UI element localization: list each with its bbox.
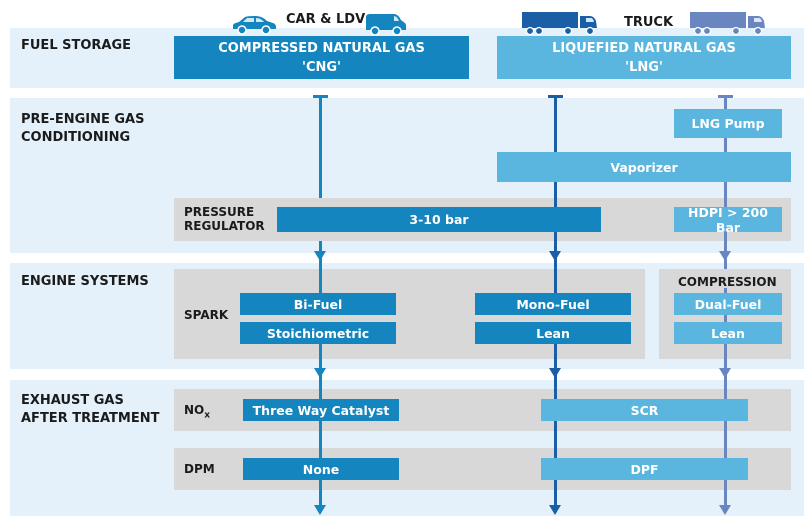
row-label-pre-engine-1: PRE-ENGINE GAS	[21, 112, 145, 127]
none-box: None	[243, 458, 399, 480]
hdpi-line-over-pressure-2	[724, 232, 727, 241]
hdpi-arrow-engine	[719, 368, 731, 378]
lean-box: Lean	[475, 322, 631, 344]
car-icon	[233, 16, 276, 35]
cng-line-over-engine	[319, 269, 322, 293]
pressure-regulator-label-1: PRESSURE	[184, 205, 255, 219]
low-pressure-bar: 3-10 bar	[277, 207, 601, 232]
spark-label: SPARK	[184, 308, 229, 322]
nox-label-main: NO	[184, 403, 205, 417]
dpf-box: DPF	[541, 458, 748, 480]
truck-icon	[522, 12, 597, 36]
cng-arrow-conditioning	[314, 251, 326, 261]
lng-box: LIQUEFIED NATURAL GAS 'LNG'	[497, 36, 791, 79]
lng-title: LIQUEFIED NATURAL GAS	[552, 40, 736, 56]
hdpi-line-over-exhaust	[724, 389, 727, 399]
lng-line-over-engine	[554, 269, 557, 293]
cng-box: COMPRESSED NATURAL GAS 'CNG'	[174, 36, 469, 79]
pressure-regulator-label-2: REGULATOR	[184, 219, 265, 233]
lng-flow-start	[548, 95, 563, 98]
header-truck: TRUCK	[624, 15, 674, 30]
row-label-exhaust-2: AFTER TREATMENT	[21, 411, 160, 426]
scr-box: SCR	[541, 399, 748, 421]
compression-label: COMPRESSION	[678, 275, 777, 289]
row-label-fuel-storage: FUEL STORAGE	[21, 38, 132, 53]
cng-arrow-end	[314, 505, 326, 515]
cng-line-over-engine-2	[319, 344, 322, 359]
cng-line-over-nox-2	[319, 421, 322, 458]
lng-arrow-engine	[549, 368, 561, 378]
lng-line-over-exhaust-3	[554, 480, 557, 490]
lng-line-over-exhaust-2	[554, 421, 557, 458]
row-label-engine-systems: ENGINE SYSTEMS	[21, 274, 149, 289]
nox-label: NOx	[184, 403, 210, 422]
lng-line-over-exhaust	[554, 389, 557, 399]
truck-icon	[690, 12, 765, 36]
cng-line-over-nox	[319, 389, 322, 399]
hdpi-flow-start	[718, 95, 733, 98]
three-way-catalyst-box: Three Way Catalyst	[243, 399, 399, 421]
lng-line-over-pressure	[554, 198, 557, 207]
hdpi-arrow-end	[719, 505, 731, 515]
hdpi-arrow-conditioning	[719, 251, 731, 261]
hdpi-line-over-engine-3	[724, 344, 727, 359]
mono-fuel-box: Mono-Fuel	[475, 293, 631, 315]
cng-line-over-exhaust-3	[319, 480, 322, 490]
hdpi-line-over-exhaust-2	[724, 421, 727, 458]
header-car-ldv: CAR & LDV	[286, 12, 366, 27]
vaporizer-box: Vaporizer	[497, 152, 791, 182]
nox-label-sub: x	[204, 410, 211, 421]
lng-pump-box: LNG Pump	[674, 109, 782, 138]
lng-arrow-conditioning	[549, 251, 561, 261]
cng-abbrev: 'CNG'	[301, 59, 342, 75]
cng-title: COMPRESSED NATURAL GAS	[218, 40, 425, 56]
dpm-label: DPM	[184, 462, 215, 476]
cng-arrow-engine	[314, 368, 326, 378]
lng-line-over-engine-2	[554, 344, 557, 359]
stoichiometric-box: Stoichiometric	[240, 322, 396, 344]
lng-abbrev: 'LNG'	[625, 59, 663, 75]
hdpi-line-over-pressure	[724, 198, 727, 207]
row-label-exhaust-1: EXHAUST GAS	[21, 393, 124, 408]
hdpi-box: HDPI > 200 Bar	[674, 205, 782, 235]
lng-arrow-end	[549, 505, 561, 515]
hdpi-line-over-exhaust-3	[724, 480, 727, 490]
row-label-pre-engine-2: CONDITIONING	[21, 130, 131, 145]
van-icon	[366, 14, 406, 36]
hdpi-line-over-engine-2	[724, 315, 727, 322]
lean-compression-box: Lean	[674, 322, 782, 344]
cng-flow-start	[313, 95, 328, 98]
hdpi-line-over-engine	[724, 288, 727, 293]
lng-line-over-pressure-2	[554, 232, 557, 241]
dual-fuel-box: Dual-Fuel	[674, 293, 782, 315]
bi-fuel-box: Bi-Fuel	[240, 293, 396, 315]
